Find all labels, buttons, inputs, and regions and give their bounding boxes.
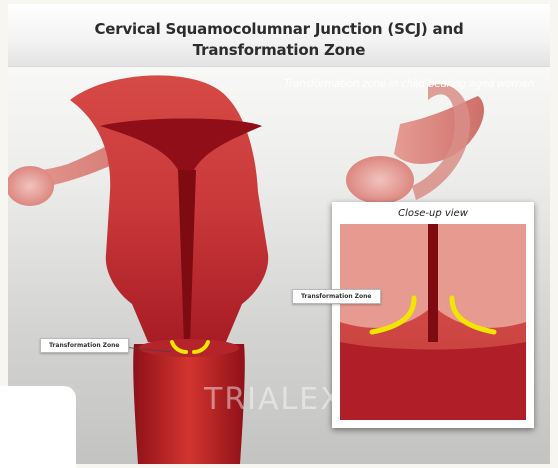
overlay-panel — [0, 386, 76, 468]
figure-frame: Cervical Squamocolumnar Junction (SCJ) a… — [8, 4, 550, 464]
closeup-vaginal-wall — [340, 342, 526, 420]
uterus-body — [70, 75, 268, 342]
closeup-right-ectocervix — [436, 224, 526, 328]
vaginal-fornix — [139, 339, 239, 357]
closeup-illustration — [332, 202, 534, 428]
closeup-left-ectocervix — [340, 224, 430, 328]
closeup-transformation-zone-label: Transformation Zone — [292, 289, 381, 304]
right-ovary — [346, 156, 414, 204]
closeup-cervical-canal — [428, 224, 438, 342]
transformation-zone-label: Transformation Zone — [40, 338, 129, 353]
right-fallopian-tube — [394, 96, 484, 164]
closeup-panel: Close-up view — [332, 202, 534, 428]
trialex-watermark: TRIALEX — [204, 382, 343, 417]
left-ovary — [8, 166, 54, 206]
figure-subtitle: Transformation zone in child-bearing age… — [258, 78, 534, 90]
